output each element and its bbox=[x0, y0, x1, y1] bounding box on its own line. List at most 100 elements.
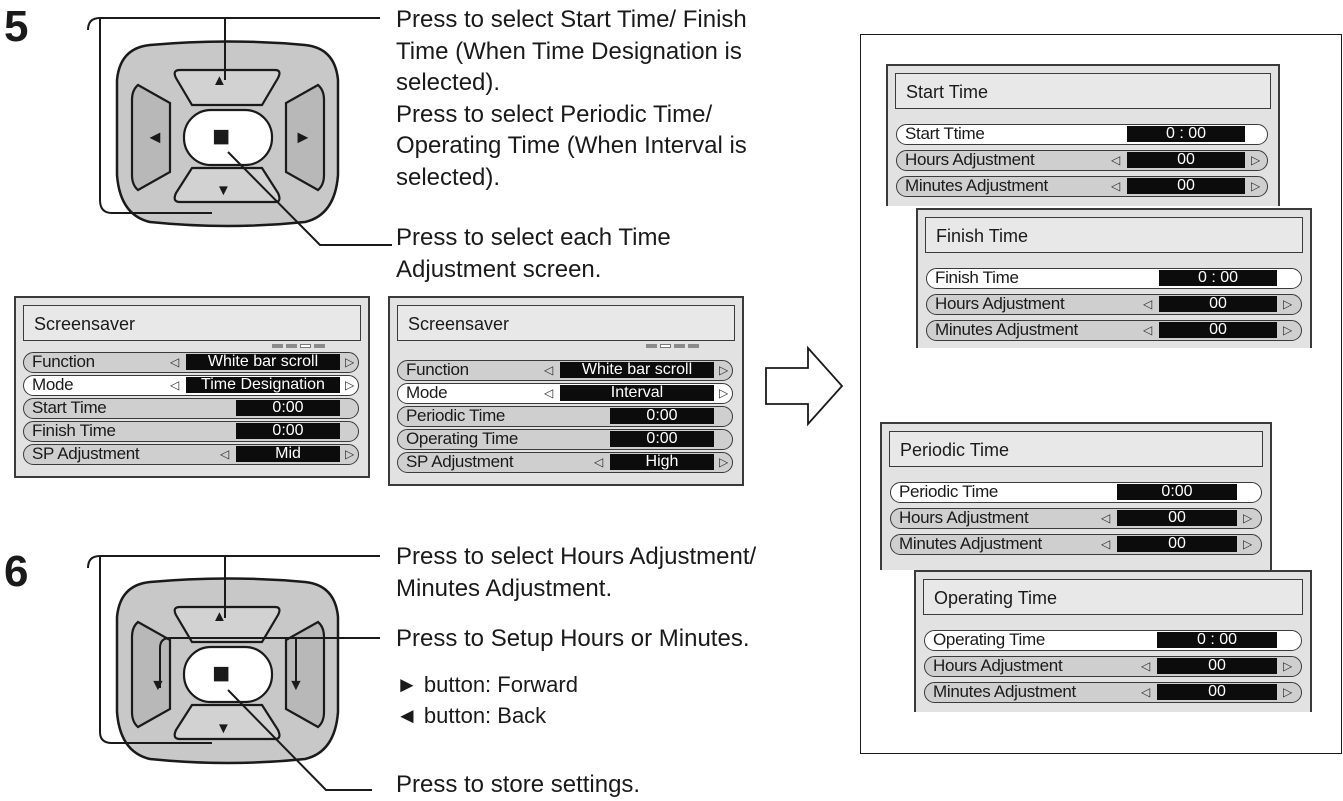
left-arrow-icon: ▼ bbox=[150, 677, 166, 694]
left-arrow-icon: ◁ bbox=[594, 455, 604, 469]
note-line: Press to select Start Time/ Finish bbox=[396, 6, 747, 33]
left-arrow-icon: ◁ bbox=[1143, 323, 1153, 337]
right-arrow-icon: ▷ bbox=[1283, 659, 1293, 673]
row-label: Hours Adjustment bbox=[899, 508, 1029, 527]
menu-title: Finish Time bbox=[925, 217, 1303, 253]
right-arrow-icon: ▷ bbox=[1283, 685, 1293, 699]
menu-row-start-time[interactable]: Start Time 0:00 bbox=[23, 398, 359, 419]
menu-row-periodic-time[interactable]: Periodic Time 0:00 bbox=[890, 482, 1262, 503]
left-arrow-icon: ◁ bbox=[1111, 153, 1121, 167]
row-value: 00 bbox=[1159, 322, 1277, 338]
row-label: Start Time bbox=[32, 398, 107, 417]
left-arrow-icon: ◁ bbox=[1101, 511, 1111, 525]
page-indicator bbox=[272, 344, 325, 348]
row-value: 0:00 bbox=[610, 431, 714, 447]
row-label: Operating Time bbox=[933, 630, 1046, 649]
row-label: Mode bbox=[32, 375, 74, 394]
menu-title: Start Time bbox=[895, 73, 1271, 109]
note-line: Adjustment screen. bbox=[396, 255, 602, 283]
menu-row-sp-adjustment[interactable]: SP Adjustment ◁ High ▷ bbox=[397, 452, 733, 473]
menu-row-operating-time[interactable]: Operating Time 0 : 00 bbox=[924, 630, 1302, 651]
step6-up-down-note: Press to select Hours Adjustment/ Minute… bbox=[396, 541, 836, 604]
row-value: 00 bbox=[1157, 684, 1277, 700]
operating-time-menu: Operating Time Operating Time 0 : 00 Hou… bbox=[914, 570, 1312, 712]
row-label: Minutes Adjustment bbox=[899, 534, 1042, 553]
row-label: SP Adjustment bbox=[32, 444, 140, 463]
menu-row-hours-adjustment[interactable]: Hours Adjustment ◁ 00 ▷ bbox=[890, 508, 1262, 529]
left-arrow-icon: ◁ bbox=[170, 378, 180, 392]
step-5-number: 5 bbox=[4, 2, 29, 51]
row-value: 00 bbox=[1157, 658, 1277, 674]
row-value: 0:00 bbox=[236, 423, 340, 439]
row-label: Finish Time bbox=[935, 268, 1019, 287]
row-value: Mid bbox=[236, 446, 340, 462]
row-value: Interval bbox=[560, 385, 714, 401]
row-label: Operating Time bbox=[406, 429, 519, 448]
menu-row-mode[interactable]: Mode ◁ Interval ▷ bbox=[397, 383, 733, 404]
menu-row-hours-adjustment[interactable]: Hours Adjustment ◁ 00 ▷ bbox=[896, 150, 1268, 171]
left-arrow-icon: ◁ bbox=[1141, 685, 1151, 699]
right-arrow-icon: ▼ bbox=[288, 677, 304, 694]
right-arrow-icon: ▷ bbox=[1243, 511, 1253, 525]
step-6-number: 6 bbox=[4, 547, 29, 596]
left-arrow-icon: ◄ bbox=[146, 127, 164, 147]
screensaver-menu-time-designation: Screensaver Function ◁ White bar scroll … bbox=[14, 296, 370, 478]
menu-title: Periodic Time bbox=[889, 431, 1263, 467]
finish-time-menu: Finish Time Finish Time 0 : 00 Hours Adj… bbox=[916, 208, 1312, 348]
row-value: High bbox=[610, 454, 714, 470]
note-line: Operating Time (When Interval is bbox=[396, 132, 747, 159]
row-label: Minutes Adjustment bbox=[935, 320, 1078, 339]
menu-row-operating-time[interactable]: Operating Time 0:00 bbox=[397, 429, 733, 450]
note-line: Press to select Hours Adjustment/ bbox=[396, 543, 757, 570]
right-arrow-icon: ▷ bbox=[1283, 297, 1293, 311]
up-arrow-icon: ▲ bbox=[212, 608, 227, 625]
row-label: SP Adjustment bbox=[406, 452, 514, 471]
page-indicator bbox=[646, 344, 699, 348]
note-line: selected). bbox=[396, 163, 501, 191]
step5-set-note: Press to select each Time Adjustment scr… bbox=[396, 222, 816, 285]
menu-row-minutes-adjustment[interactable]: Minutes Adjustment ◁ 00 ▷ bbox=[924, 682, 1302, 703]
menu-row-finish-time[interactable]: Finish Time 0 : 00 bbox=[926, 268, 1302, 289]
menu-row-function[interactable]: Function ◁ White bar scroll ▷ bbox=[23, 352, 359, 373]
menu-row-finish-time[interactable]: Finish Time 0:00 bbox=[23, 421, 359, 442]
row-value: 00 bbox=[1159, 296, 1277, 312]
row-value: White bar scroll bbox=[560, 362, 714, 378]
row-value: 0 : 00 bbox=[1157, 632, 1277, 648]
row-label: Hours Adjustment bbox=[905, 150, 1035, 169]
menu-row-minutes-adjustment[interactable]: Minutes Adjustment ◁ 00 ▷ bbox=[896, 176, 1268, 197]
row-label: Periodic Time bbox=[406, 406, 506, 425]
note-line: Press to select Periodic Time/ bbox=[396, 100, 713, 128]
remote-pad-step6-graphic bbox=[87, 555, 380, 791]
row-label: Hours Adjustment bbox=[933, 656, 1063, 675]
row-label: Periodic Time bbox=[899, 482, 999, 501]
right-arrow-icon: ▷ bbox=[1251, 153, 1261, 167]
menu-row-minutes-adjustment[interactable]: Minutes Adjustment ◁ 00 ▷ bbox=[926, 320, 1302, 341]
menu-row-mode[interactable]: Mode ◁ Time Designation ▷ bbox=[23, 375, 359, 396]
menu-row-minutes-adjustment[interactable]: Minutes Adjustment ◁ 00 ▷ bbox=[890, 534, 1262, 555]
menu-row-sp-adjustment[interactable]: SP Adjustment ◁ Mid ▷ bbox=[23, 444, 359, 465]
remote-pad-step6: ▲ ▼ ▼ ▼ ■ bbox=[0, 540, 390, 796]
down-arrow-icon: ▼ bbox=[216, 182, 231, 199]
menu-row-function[interactable]: Function ◁ White bar scroll ▷ bbox=[397, 360, 733, 381]
row-label: Mode bbox=[406, 383, 448, 402]
right-arrow-icon: ▷ bbox=[719, 363, 729, 377]
step5-up-down-note: Press to select Start Time/ Finish Time … bbox=[396, 4, 816, 193]
left-arrow-icon: ◁ bbox=[1111, 179, 1121, 193]
right-arrow-icon: ▷ bbox=[1243, 537, 1253, 551]
row-value: 00 bbox=[1127, 178, 1245, 194]
left-arrow-icon: ◁ bbox=[1101, 537, 1111, 551]
menu-row-start-time[interactable]: Start Ttime 0 : 00 bbox=[896, 124, 1268, 145]
menu-title: Screensaver bbox=[397, 305, 735, 341]
row-label: Function bbox=[32, 352, 95, 371]
row-value: 0:00 bbox=[1117, 484, 1237, 500]
menu-row-hours-adjustment[interactable]: Hours Adjustment ◁ 00 ▷ bbox=[926, 294, 1302, 315]
right-arrow-icon: ▷ bbox=[345, 355, 355, 369]
right-arrow-icon: ▷ bbox=[719, 386, 729, 400]
left-arrow-icon: ◁ bbox=[544, 386, 554, 400]
right-arrow-icon: ► bbox=[294, 127, 312, 147]
menu-row-hours-adjustment[interactable]: Hours Adjustment ◁ 00 ▷ bbox=[924, 656, 1302, 677]
menu-row-periodic-time[interactable]: Periodic Time 0:00 bbox=[397, 406, 733, 427]
right-arrow-icon: ▷ bbox=[1283, 323, 1293, 337]
row-value: 0:00 bbox=[610, 408, 714, 424]
left-arrow-icon: ◁ bbox=[220, 447, 230, 461]
